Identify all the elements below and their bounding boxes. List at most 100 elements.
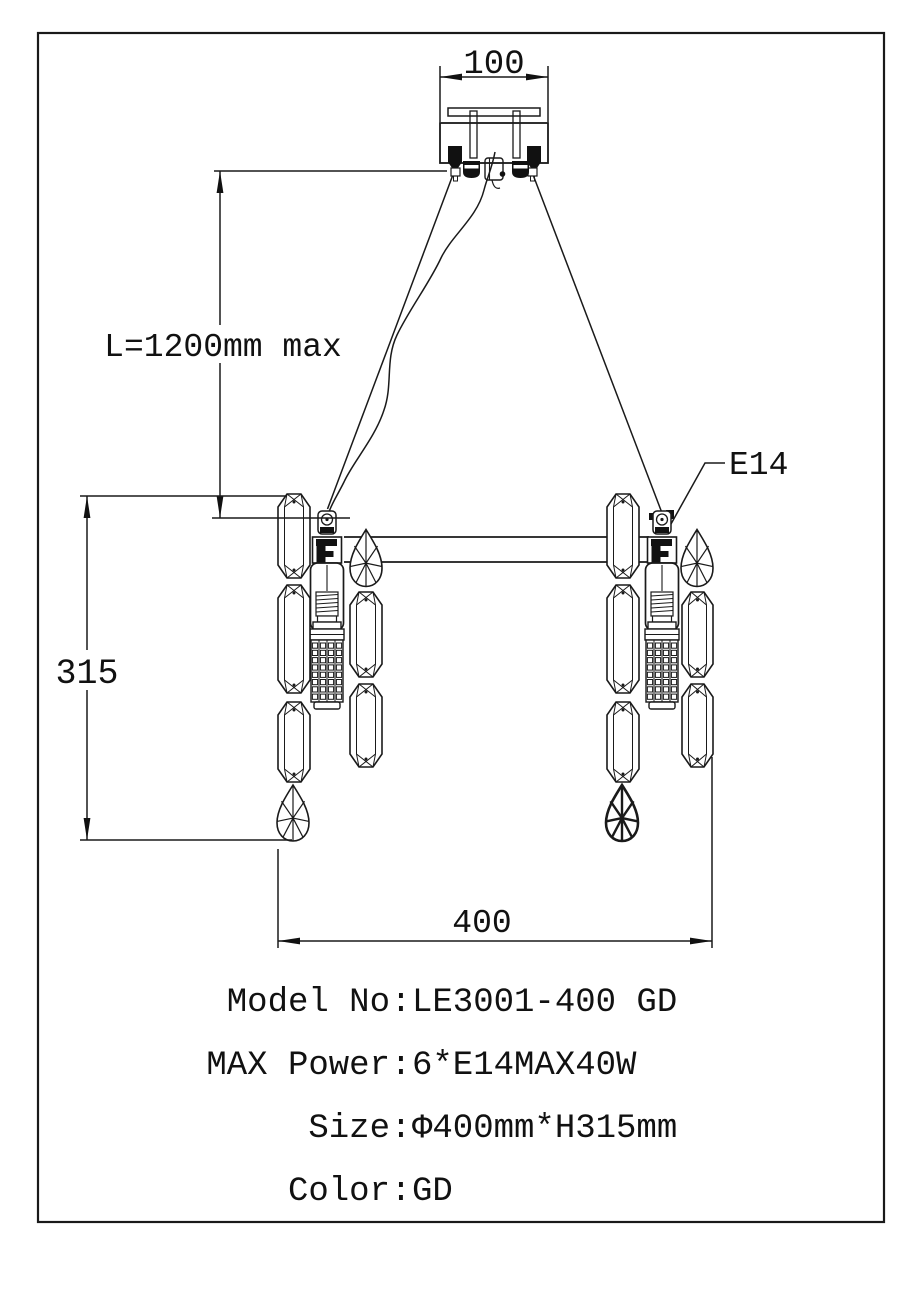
e14-leader-line <box>670 462 725 525</box>
grip-tip-left <box>453 175 458 182</box>
led-chip <box>327 679 335 686</box>
power-cord <box>328 151 496 513</box>
dim-body-height-label: 315 <box>55 654 118 694</box>
eyelet-ring <box>320 513 334 526</box>
octagon-crystal <box>277 701 311 783</box>
led-chip <box>335 657 343 664</box>
spec-row-color: Color:GD <box>38 1161 884 1224</box>
led-chip <box>670 686 678 693</box>
spec-row-model: Model No:LE3001-400 GD <box>38 972 884 1035</box>
led-chip <box>327 686 335 693</box>
bulb-cap <box>648 701 676 710</box>
led-chip <box>319 649 327 656</box>
octagon-crystal <box>349 591 383 678</box>
led-chip <box>646 671 654 678</box>
pin-hole <box>364 598 368 602</box>
arrowhead <box>440 73 462 81</box>
octagon-crystal <box>606 493 640 579</box>
mounting-screw-right <box>512 110 521 159</box>
octagon-crystal <box>349 683 383 768</box>
led-chip <box>654 671 662 678</box>
pin-hole <box>292 772 296 776</box>
led-chip <box>327 693 335 700</box>
led-chip <box>319 664 327 671</box>
cord-grip-left <box>448 146 462 168</box>
grip-nut-right <box>527 167 538 177</box>
led-chip <box>646 649 654 656</box>
teardrop-crystal <box>604 782 640 843</box>
pin-hole <box>696 757 699 761</box>
spec-value: Φ400mm*H315mm <box>412 1110 678 1148</box>
arrowhead <box>216 496 224 518</box>
dim-suspension-label: L=1200mm max <box>104 329 342 366</box>
spec-colon: : <box>390 984 412 1022</box>
frame-ring <box>344 536 649 563</box>
pin-hole <box>621 708 625 712</box>
cord-knot <box>499 171 506 177</box>
socket-plug-left <box>463 161 480 178</box>
led-chip <box>662 679 670 686</box>
canopy-box <box>439 122 549 164</box>
led-chip <box>311 679 319 686</box>
socket-plug-band-right <box>513 165 528 169</box>
pin-hole <box>292 683 296 687</box>
mounting-screw-left <box>469 110 478 159</box>
spec-value: 6*E14MAX40W <box>412 1047 637 1085</box>
e14-bulb <box>644 562 680 710</box>
led-chip <box>646 642 654 649</box>
cable-connector <box>646 510 678 564</box>
led-chip <box>662 686 670 693</box>
led-chip <box>311 693 319 700</box>
pin-hole <box>696 690 699 694</box>
led-chip <box>662 693 670 700</box>
bulb-cap <box>313 701 341 710</box>
led-chip <box>646 657 654 664</box>
pin-hole <box>364 690 368 694</box>
led-chip <box>319 693 327 700</box>
led-chip <box>335 664 343 671</box>
spec-label: Color <box>287 1173 390 1211</box>
led-chip <box>335 671 343 678</box>
led-chip <box>646 693 654 700</box>
spec-colon: : <box>390 1047 412 1085</box>
led-chip <box>654 693 662 700</box>
spec-label: MAX Power <box>206 1047 390 1085</box>
pin-hole <box>621 591 625 595</box>
led-chip <box>662 657 670 664</box>
led-chip <box>311 642 319 649</box>
pin-hole <box>621 772 625 776</box>
eyelet-ring <box>655 513 669 526</box>
led-chip <box>646 679 654 686</box>
pin-hole <box>621 500 625 504</box>
spec-block: Model No:LE3001-400 GD MAX Power:6*E14MA… <box>38 972 884 1224</box>
spec-colon: : <box>390 1173 412 1211</box>
led-chip <box>646 686 654 693</box>
led-chip <box>670 649 678 656</box>
pin-hole <box>696 667 699 671</box>
led-chip <box>319 679 327 686</box>
led-chip <box>319 642 327 649</box>
socket-plug-right <box>512 161 529 178</box>
led-chip <box>327 657 335 664</box>
led-chip <box>662 649 670 656</box>
grip-tip-right <box>530 175 535 182</box>
led-chip <box>662 642 670 649</box>
led-chip <box>670 642 678 649</box>
spec-row-power: MAX Power:6*E14MAX40W <box>38 1035 884 1098</box>
pin-hole <box>364 757 368 761</box>
cable-connector <box>311 510 343 564</box>
led-chip <box>670 657 678 664</box>
spec-colon: : <box>390 1110 412 1148</box>
dimensions: 100 L=1200mm max 315 <box>53 46 788 948</box>
strain-relief <box>484 157 504 181</box>
spec-value: LE3001-400 GD <box>412 984 678 1022</box>
led-chip <box>335 679 343 686</box>
spec-value: GD <box>412 1173 453 1211</box>
led-chip <box>311 664 319 671</box>
led-chip <box>670 693 678 700</box>
pin-hole <box>621 683 625 687</box>
pin-hole <box>364 667 368 671</box>
socket-type-label: E14 <box>729 447 788 484</box>
led-chip <box>335 649 343 656</box>
led-chip <box>662 671 670 678</box>
